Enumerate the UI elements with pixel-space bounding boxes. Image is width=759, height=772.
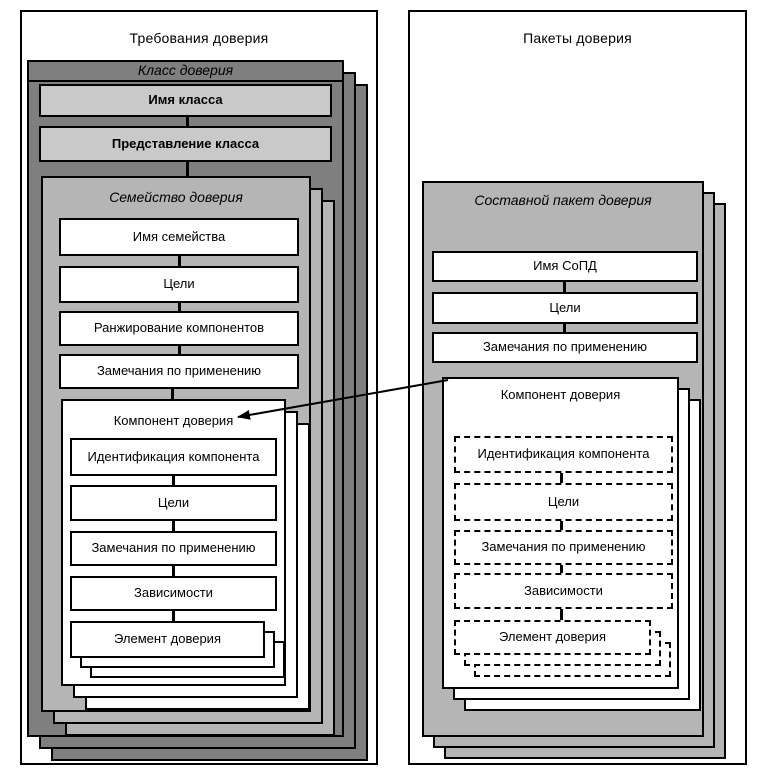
connector-tick [560,609,563,620]
connector-tick [172,611,175,621]
component-box-title: Компонент доверия [113,413,234,428]
component-box: Компонент доверия Идентификация компонен… [61,399,286,686]
connector-tick [178,346,181,354]
package-goals-box: Цели [432,292,698,324]
connector-tick [560,565,563,573]
family-goals-box: Цели [59,266,299,303]
package-box-title: Составной пакет доверия [474,192,652,208]
package-name-box: Имя СоПД [432,251,698,282]
component-goals-box: Цели [70,485,277,521]
family-ranking-box: Ранжирование компонентов [59,311,299,346]
connector-tick [186,162,189,176]
class-presentation-box: Представление класса [39,126,332,162]
connector-tick [172,566,175,576]
connector-tick [563,282,566,292]
package-component-box-title: Компонент доверия [500,387,621,402]
connector-tick [178,256,181,266]
left-panel-trust-requirements: Требования доверия Класс доверия Имя кла… [20,10,378,765]
class-name-box: Имя класса [39,84,332,117]
component-dependencies-box: Зависимости [70,576,277,611]
connector-tick [178,303,181,311]
package-component-application-notes-box: Замечания по применению [454,530,673,565]
family-application-notes-box: Замечания по применению [59,354,299,389]
element-box: Элемент доверия [70,621,265,658]
package-component-id-box: Идентификация компонента [454,436,673,473]
connector-tick [171,389,174,399]
connector-tick [172,521,175,531]
connector-tick [172,476,175,485]
class-box-title: Класс доверия [29,62,342,82]
connector-tick [560,521,563,530]
component-id-box: Идентификация компонента [70,438,277,476]
family-box: Семейство доверия Имя семейства Цели Ран… [41,176,311,712]
connector-tick [186,117,189,126]
package-application-notes-box: Замечания по применению [432,332,698,363]
family-name-box: Имя семейства [59,218,299,256]
connector-tick [563,324,566,332]
right-panel-title: Пакеты доверия [523,30,632,46]
package-component-goals-box: Цели [454,483,673,521]
package-element-box: Элемент доверия [454,620,651,655]
left-panel-title: Требования доверия [129,30,269,46]
package-component-box: Компонент доверия Идентификация компонен… [442,377,679,689]
component-application-notes-box: Замечания по применению [70,531,277,566]
package-component-dependencies-box: Зависимости [454,573,673,609]
package-box: Составной пакет доверия Имя СоПД Цели За… [422,181,704,737]
right-panel-trust-packages: Пакеты доверия Составной пакет доверия И… [408,10,747,765]
class-box: Класс доверия Имя класса Представление к… [27,60,344,737]
connector-tick [560,473,563,483]
family-box-title: Семейство доверия [109,189,243,205]
